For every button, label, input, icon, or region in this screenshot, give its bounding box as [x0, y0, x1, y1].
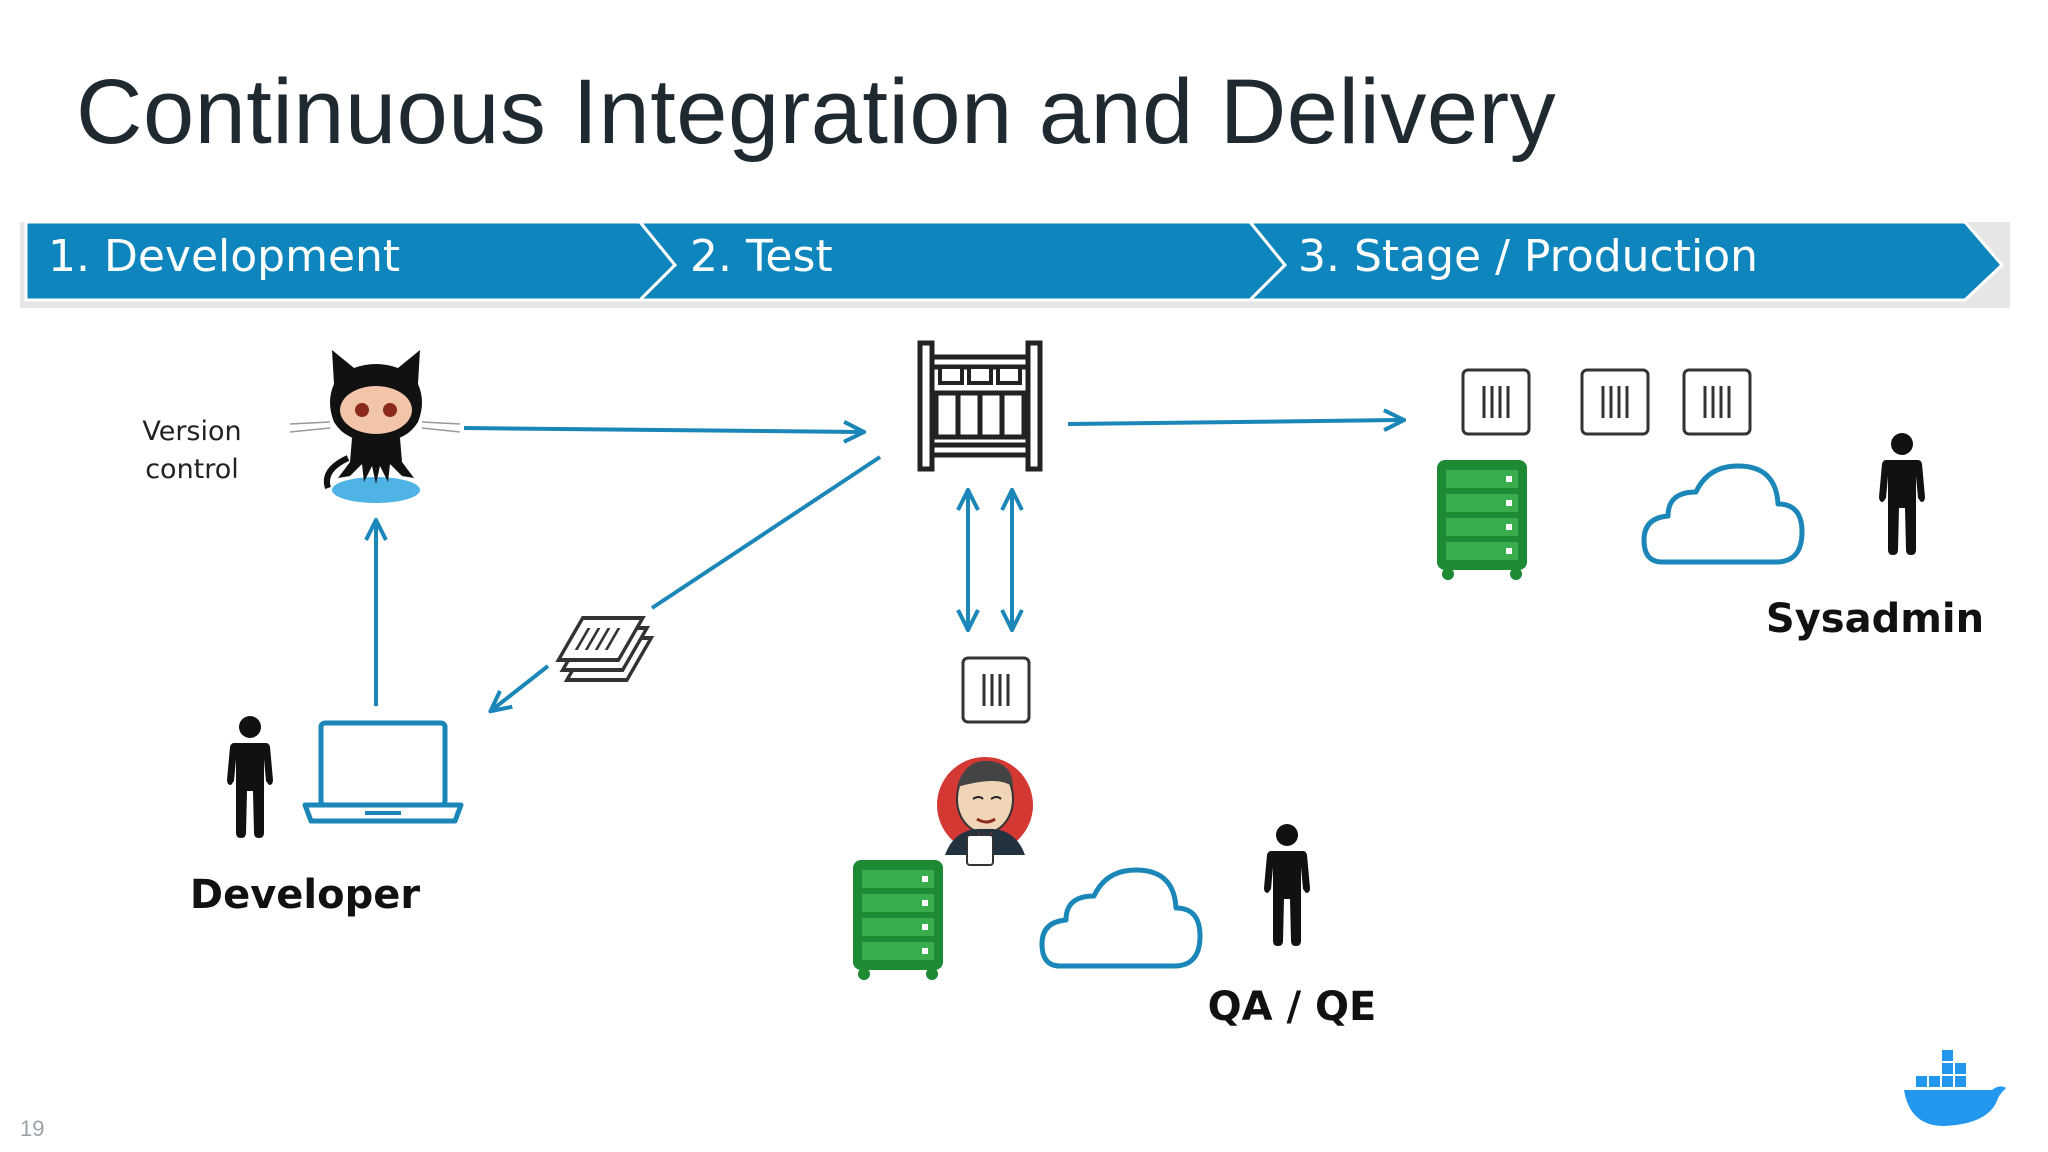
- container-icon-prod-1: [1461, 368, 1531, 436]
- slide-number: 19: [20, 1116, 45, 1141]
- stage-label-2: 2. Test: [690, 231, 833, 282]
- person-icon-developer: [227, 716, 273, 838]
- arrow-vcs-to-ci: [463, 428, 862, 432]
- octocat-icon: [289, 350, 461, 503]
- server-icon-test: [853, 860, 943, 980]
- stage-production: [1246, 220, 2005, 302]
- cloud-icon-test: [1042, 870, 1200, 966]
- container-icon-prod-3: [1682, 368, 1752, 436]
- jenkins-icon: [937, 757, 1033, 866]
- developer-label: Developer: [190, 872, 420, 918]
- arrow-ci-to-production: [1067, 420, 1402, 424]
- version-control-label: Version: [142, 416, 241, 447]
- stage-banner: 1. Development 2. Test 3. Stage / Produc…: [20, 220, 2010, 308]
- registry-icon: [917, 340, 1043, 472]
- arrow-ci-to-documents: [650, 455, 882, 610]
- container-icon-prod-2: [1580, 368, 1650, 436]
- slide-title: Continuous Integration and Delivery: [76, 61, 1557, 163]
- cloud-icon-prod: [1644, 466, 1802, 562]
- laptop-icon: [302, 720, 464, 824]
- flow-arrows: [376, 420, 1402, 710]
- stage-label-1: 1. Development: [48, 231, 400, 282]
- person-icon-sysadmin: [1879, 433, 1925, 555]
- documents-icon: [555, 616, 655, 682]
- docker-whale-icon: [1904, 1050, 2006, 1126]
- qa-label: QA / QE: [1208, 984, 1377, 1030]
- version-control-label-2: control: [145, 454, 239, 485]
- arrow-documents-to-laptop: [492, 664, 550, 710]
- person-icon-qa: [1264, 824, 1310, 946]
- stage-label-3: 3. Stage / Production: [1298, 231, 1758, 282]
- server-icon-prod: [1437, 460, 1527, 580]
- container-icon-test: [961, 656, 1031, 724]
- sysadmin-label: Sysadmin: [1766, 596, 1984, 642]
